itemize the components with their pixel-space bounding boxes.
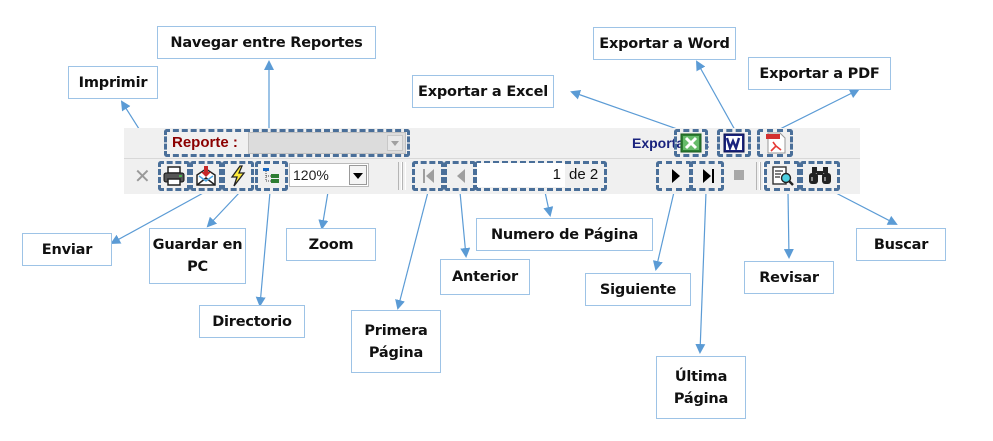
- callout-exportar-excel: Exportar a Excel: [412, 75, 554, 108]
- report-navigator-highlight: [164, 129, 410, 157]
- export-word-button[interactable]: [717, 129, 751, 157]
- directory-button[interactable]: [255, 161, 288, 191]
- first-page-icon: [423, 169, 434, 183]
- save-to-pc-button[interactable]: [222, 161, 254, 191]
- page-total: de 2: [569, 166, 599, 183]
- arrow-word: [696, 60, 736, 131]
- chevron-down-icon[interactable]: [349, 165, 367, 185]
- arrow-guardar: [206, 191, 241, 228]
- arrow-primera: [395, 191, 429, 310]
- callout-imprimir: Imprimir: [68, 66, 158, 99]
- previous-page-icon: [457, 169, 465, 183]
- callout-numero-pagina: Numero de Página: [476, 218, 653, 251]
- callout-revisar: Revisar: [744, 261, 834, 294]
- printer-icon: [163, 166, 185, 186]
- pdf-icon: [766, 132, 786, 154]
- callout-buscar: Buscar: [856, 228, 946, 261]
- page-number-highlight: [475, 161, 607, 191]
- zoom-select[interactable]: 120%: [289, 163, 369, 187]
- arrow-directorio: [255, 191, 271, 307]
- next-page-button[interactable]: [656, 161, 692, 191]
- callout-guardar-pc: Guardar en PC: [149, 228, 246, 284]
- word-icon: [723, 133, 745, 153]
- toolbar-separator: [760, 162, 764, 190]
- search-button[interactable]: [800, 161, 840, 191]
- callout-zoom: Zoom: [286, 228, 376, 261]
- last-page-icon: [703, 169, 714, 183]
- arrow-ultima: [695, 191, 707, 354]
- callout-exportar-pdf: Exportar a PDF: [748, 57, 891, 90]
- report-viewer-toolbar: Reporte : Exportar a :: [124, 128, 860, 194]
- envelope-icon: [196, 166, 216, 186]
- arrow-numero: [543, 191, 554, 217]
- callout-exportar-word: Exportar a Word: [593, 27, 736, 60]
- arrow-anterior: [459, 191, 471, 258]
- callout-enviar: Enviar: [22, 233, 112, 266]
- toolbar-bottom-row: ✕: [124, 159, 860, 194]
- callout-navegar-reportes: Navegar entre Reportes: [157, 26, 376, 59]
- arrow-buscar: [833, 191, 898, 225]
- toolbar-separator: [398, 162, 402, 190]
- callout-anterior: Anterior: [440, 259, 530, 295]
- page-number-input[interactable]: 1: [477, 163, 565, 187]
- arrow-pdf: [777, 89, 860, 131]
- last-page-button[interactable]: [690, 161, 724, 191]
- next-page-icon: [672, 169, 680, 183]
- send-button[interactable]: [190, 161, 222, 191]
- binoculars-icon: [809, 167, 831, 184]
- callout-primera-pagina: Primera Página: [351, 310, 441, 373]
- arrow-excel: [570, 89, 681, 131]
- toolbar-separator: [402, 162, 406, 190]
- stop-icon[interactable]: [734, 170, 744, 180]
- callout-directorio: Directorio: [199, 305, 305, 338]
- first-page-button[interactable]: [412, 161, 444, 191]
- toolbar-separator: [756, 162, 760, 190]
- export-excel-button[interactable]: [674, 129, 708, 157]
- arrow-siguiente: [652, 191, 675, 271]
- close-icon[interactable]: ✕: [134, 164, 151, 188]
- report-label: Reporte :: [172, 134, 238, 151]
- chevron-down-icon[interactable]: [387, 135, 403, 151]
- review-button[interactable]: [764, 161, 800, 191]
- tree-icon: [263, 168, 279, 183]
- toolbar-top-row: Reporte : Exportar a :: [124, 128, 860, 159]
- callout-ultima-pagina: Última Página: [656, 356, 746, 419]
- excel-icon: [680, 133, 702, 153]
- export-pdf-button[interactable]: [757, 129, 793, 157]
- previous-page-button[interactable]: [444, 161, 476, 191]
- lightning-icon: [230, 165, 246, 187]
- callout-siguiente: Siguiente: [585, 273, 691, 306]
- report-select[interactable]: [248, 132, 406, 154]
- arrow-revisar: [783, 191, 794, 259]
- zoom-value: 120%: [293, 167, 329, 183]
- arrow-zoom: [318, 191, 329, 230]
- print-button[interactable]: [158, 161, 190, 191]
- magnifier-document-icon: [772, 166, 794, 186]
